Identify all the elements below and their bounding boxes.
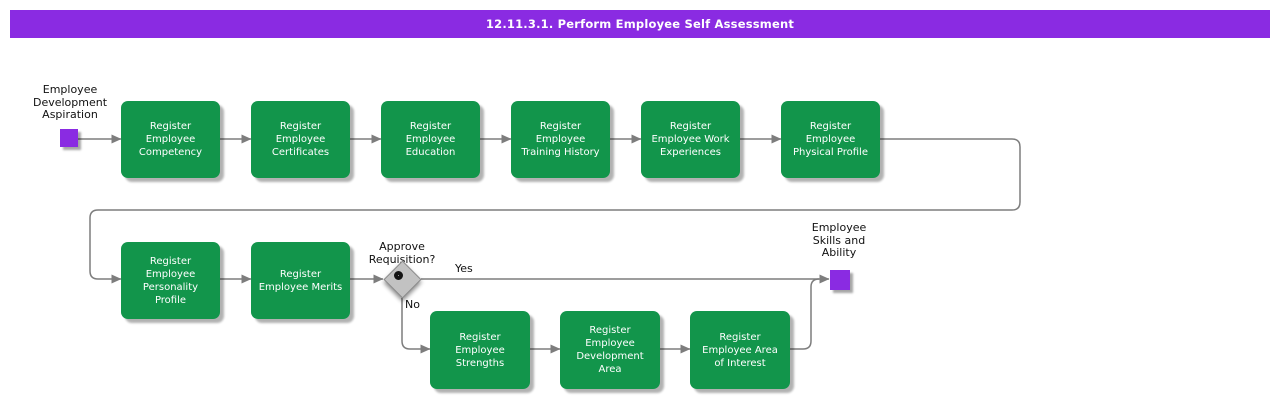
edge-physical-to-personality bbox=[89, 138, 1021, 284]
decision-label: Approve Requisition? bbox=[369, 240, 436, 265]
activity-register-employee-development-area[interactable]: Register Employee Development Area bbox=[560, 311, 660, 389]
end-event-node bbox=[830, 270, 850, 290]
activity-register-employee-merits[interactable]: Register Employee Merits bbox=[251, 242, 350, 319]
activity-register-employee-physical-profile[interactable]: Register Employee Physical Profile bbox=[781, 101, 880, 178]
activity-register-employee-strengths[interactable]: Register Employee Strengths bbox=[430, 311, 530, 389]
activity-register-employee-personality-profile[interactable]: Register Employee Personality Profile bbox=[121, 242, 220, 319]
edge-decision-no-to-strengths bbox=[401, 298, 431, 354]
decision-gateway-ring-icon bbox=[394, 271, 403, 280]
process-title-bar: 12.11.3.1. Perform Employee Self Assessm… bbox=[10, 10, 1270, 38]
start-event-node bbox=[60, 129, 78, 147]
yes-branch-label: Yes bbox=[455, 262, 473, 275]
end-event-label: Employee Skills and Ability bbox=[811, 221, 867, 259]
activity-register-employee-education[interactable]: Register Employee Education bbox=[381, 101, 480, 178]
activity-register-employee-competency[interactable]: Register Employee Competency bbox=[121, 101, 220, 178]
edge-interest-to-end bbox=[790, 278, 820, 350]
process-title: 12.11.3.1. Perform Employee Self Assessm… bbox=[485, 17, 795, 31]
activity-register-employee-certificates[interactable]: Register Employee Certificates bbox=[251, 101, 350, 178]
activity-register-employee-training-history[interactable]: Register Employee Training History bbox=[511, 101, 610, 178]
activity-register-employee-work-experiences[interactable]: Register Employee Work Experiences bbox=[641, 101, 740, 178]
start-event-label: Employee Development Aspiration bbox=[32, 83, 108, 121]
no-branch-label: No bbox=[405, 298, 420, 311]
activity-register-employee-area-of-interest[interactable]: Register Employee Area of Interest bbox=[690, 311, 790, 389]
